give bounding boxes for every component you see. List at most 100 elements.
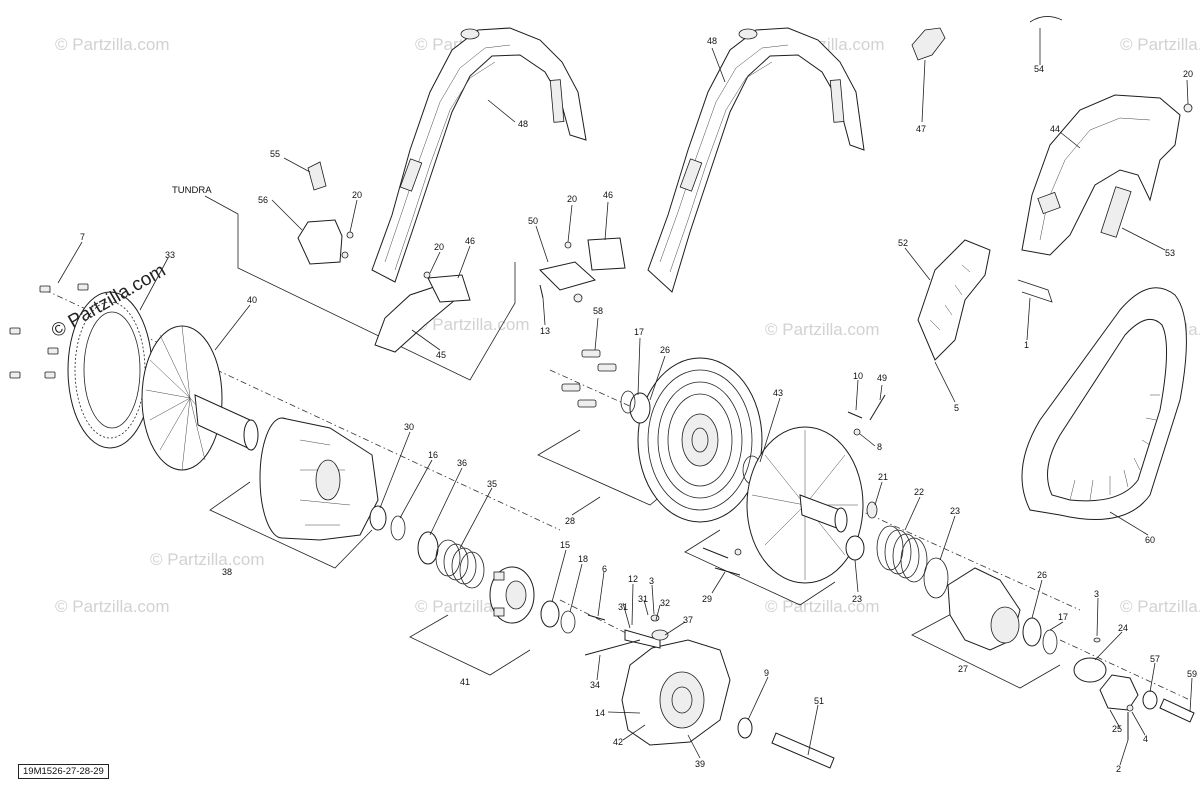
callout-number: 45 [436, 350, 446, 360]
callout-number: 10 [853, 371, 863, 381]
drive-spring [435, 539, 485, 589]
callout-number: 26 [660, 345, 670, 355]
callout-number: 1 [1024, 340, 1029, 350]
slider-button [866, 501, 878, 519]
callout-number: 35 [487, 479, 497, 489]
movable-sheave-bore [315, 459, 341, 501]
washer [1142, 690, 1158, 710]
washer [853, 428, 861, 436]
group-bracket-27 [911, 611, 1061, 689]
screw [597, 363, 617, 372]
callout-number: 23 [852, 594, 862, 604]
ring-gear-screws [9, 283, 89, 379]
sheave-ring [657, 381, 743, 499]
callout-number: 20 [434, 242, 444, 252]
belt-guard-ribs [384, 44, 511, 271]
callout-number: 38 [222, 567, 232, 577]
belt-guard-right [647, 27, 865, 293]
belt-guard-body [371, 27, 587, 283]
spring-coil [892, 533, 920, 579]
latch-bracket-50 [539, 261, 597, 291]
driven-sheave-spokes [751, 430, 858, 580]
callout-number: 5 [954, 403, 959, 413]
callout-number: 30 [404, 422, 414, 432]
callout-number: 57 [1150, 654, 1160, 664]
spider-roller [493, 607, 505, 617]
callout-number: 29 [702, 594, 712, 604]
callout-number: 47 [916, 124, 926, 134]
roll-pin [702, 547, 729, 559]
mounting-bracket-plate [917, 239, 991, 361]
callout-number: 24 [1118, 623, 1128, 633]
spring-seat [417, 531, 439, 565]
callout-number: 13 [540, 326, 550, 336]
hub-nut [1099, 674, 1139, 711]
bushing [629, 392, 651, 424]
callout-number: 32 [660, 598, 670, 608]
belt-guard-grip [460, 28, 480, 40]
sheave-bore [691, 427, 709, 453]
callout-number: 20 [1183, 69, 1193, 79]
leader-lines [57, 28, 1193, 766]
clip-55 [307, 161, 327, 191]
callout-number: 21 [878, 472, 888, 482]
callout-number: 14 [595, 708, 605, 718]
flat-washer [1073, 657, 1107, 683]
callout-number: 26 [1037, 570, 1047, 580]
bushing [845, 535, 865, 561]
callout-number: 33 [165, 250, 175, 260]
callout-number: 22 [914, 487, 924, 497]
spring-clip [1029, 16, 1063, 23]
screw [9, 327, 21, 335]
lock-nut [1126, 704, 1134, 712]
watermark: © Partzilla.com [1120, 597, 1200, 616]
shaft-end [243, 419, 259, 451]
callout-number: 31 [618, 602, 628, 612]
driven-shaft-end [834, 507, 848, 533]
washer [734, 548, 742, 556]
callout-number: 54 [1034, 64, 1044, 74]
callout-number: 41 [460, 677, 470, 687]
nut [564, 241, 572, 249]
nut [346, 231, 354, 239]
retaining-clip [911, 27, 946, 61]
driven-movable-sheave [746, 426, 864, 584]
sheave-ring [647, 369, 753, 511]
belt-guard-grip [738, 28, 758, 40]
callout-number: 16 [428, 450, 438, 460]
callout-number: 39 [695, 759, 705, 769]
retaining-bolt [771, 732, 835, 769]
belt-cover-latch [1037, 191, 1061, 215]
spider-bore [505, 580, 527, 610]
belt-guard-slot [679, 158, 703, 192]
callout-numbers: 7 33 40 55 56 20 20 46 45 48 50 13 20 46… [80, 36, 1197, 774]
callout-number: 60 [1145, 535, 1155, 545]
shoulder-bolt [714, 567, 741, 576]
callout-number: 49 [877, 373, 887, 383]
spring-coil [876, 525, 904, 571]
belt-guard-mount [829, 79, 845, 123]
callout-number: 59 [1187, 669, 1197, 679]
spring-coil [900, 537, 928, 583]
callout-number: 17 [1058, 612, 1068, 622]
belt-guard-body [647, 27, 865, 293]
bracket-block-56 [297, 219, 343, 265]
sheave-ring [667, 393, 733, 487]
screws-58 [561, 349, 617, 408]
watermark: © Partzilla.com [765, 320, 880, 339]
cover-pad [1100, 186, 1132, 238]
screw [77, 283, 89, 291]
hinge-bracket-46 [587, 237, 626, 271]
belt-cover-shell [1021, 94, 1181, 256]
pin [587, 614, 606, 621]
drive-cover-bore [671, 686, 693, 714]
group-label-tundra: TUNDRA [172, 185, 212, 196]
drive-belt-cogs [1069, 394, 1160, 501]
nut [341, 251, 349, 259]
callout-number: 46 [465, 236, 475, 246]
callout-number: 50 [528, 216, 538, 226]
sheave-hub [681, 413, 719, 467]
callout-number: 43 [773, 388, 783, 398]
pivot-bolt [584, 639, 641, 656]
